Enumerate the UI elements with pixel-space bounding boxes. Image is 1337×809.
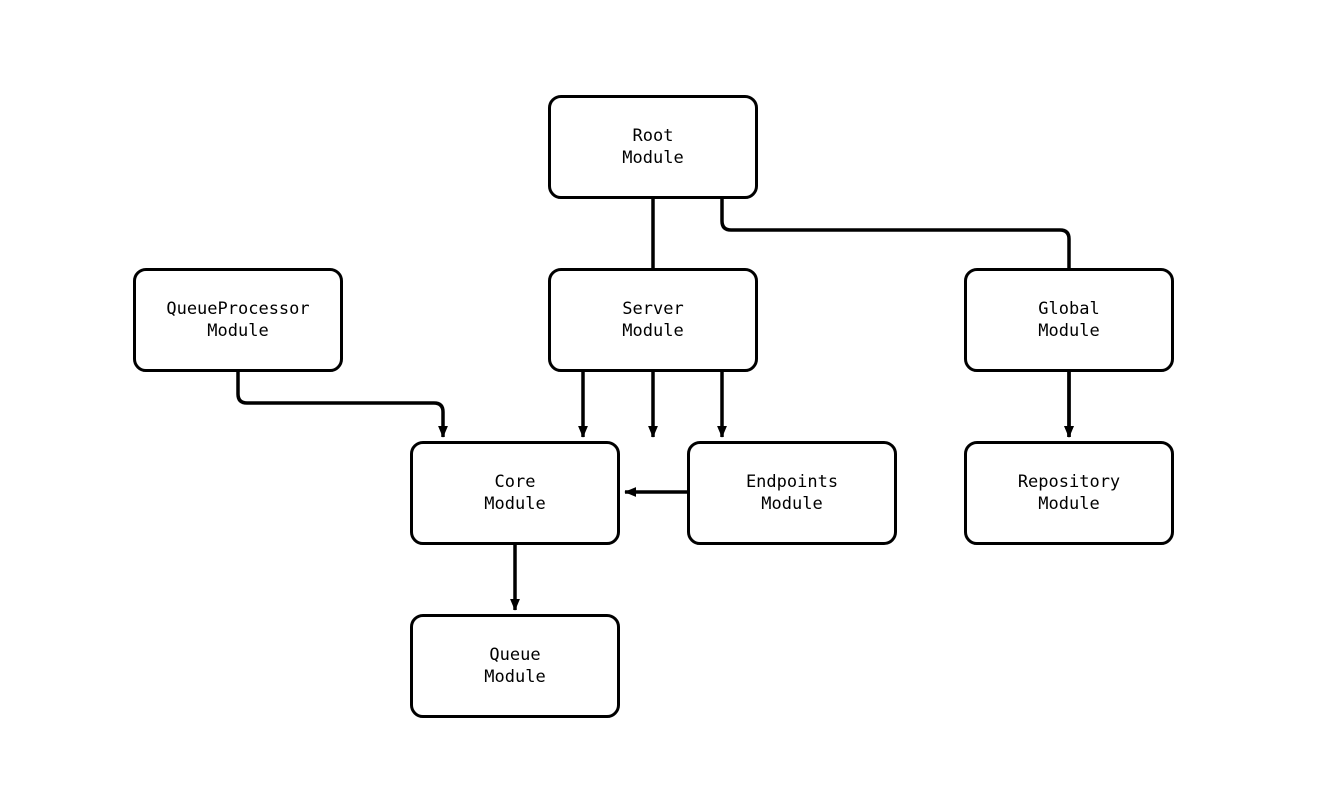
node-global-module-line2: Module: [1038, 321, 1100, 341]
node-global-module[interactable]: Global Module: [964, 268, 1174, 372]
node-endpoints-module-line1: Endpoints: [745, 472, 839, 492]
node-server-module-line2: Module: [622, 321, 684, 341]
node-endpoints-module-line2: Module: [761, 494, 823, 514]
node-queue-module-line1: Queue: [489, 645, 541, 665]
node-queueprocessor-module-line2: Module: [207, 321, 269, 341]
node-server-module-line1: Server: [622, 299, 684, 319]
node-global-module-line1: Global: [1038, 299, 1100, 319]
node-repository-module-line2: Module: [1038, 494, 1100, 514]
node-core-module-line1: Core: [494, 472, 536, 492]
node-core-module-line2: Module: [484, 494, 546, 514]
node-queue-module[interactable]: Queue Module: [410, 614, 620, 718]
node-core-module[interactable]: Core Module: [410, 441, 620, 545]
node-root-module-line1: Root: [632, 126, 674, 146]
node-queueprocessor-module[interactable]: QueueProcessor Module: [133, 268, 343, 372]
node-root-module[interactable]: Root Module: [548, 95, 758, 199]
node-server-module[interactable]: Server Module: [548, 268, 758, 372]
node-root-module-line2: Module: [622, 148, 684, 168]
edge-queueprocessor-to-core: [236, 372, 448, 438]
node-repository-module-line1: Repository: [1017, 472, 1121, 492]
node-repository-module[interactable]: Repository Module: [964, 441, 1174, 545]
node-endpoints-module[interactable]: Endpoints Module: [687, 441, 897, 545]
node-queueprocessor-module-line1: QueueProcessor: [166, 299, 310, 319]
node-queue-module-line2: Module: [484, 667, 546, 687]
